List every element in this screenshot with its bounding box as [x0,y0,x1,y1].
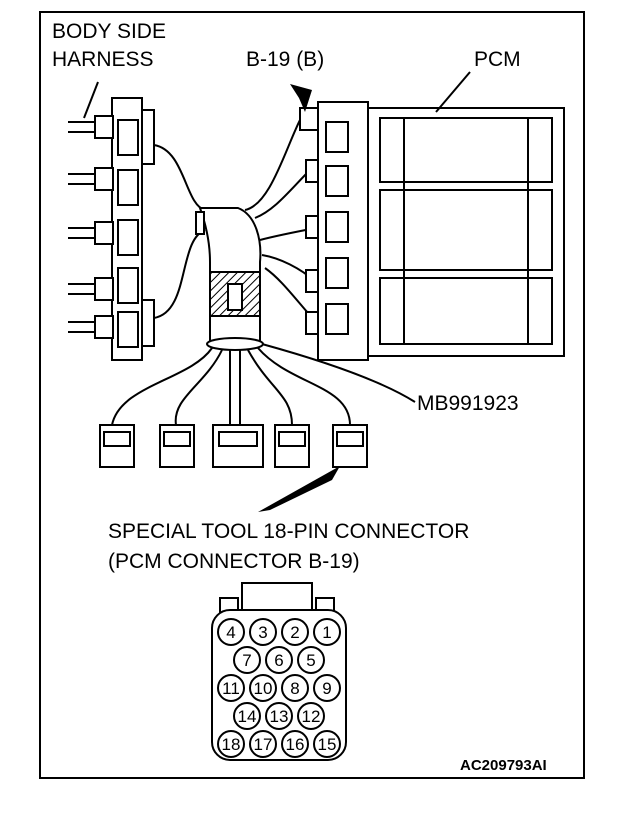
body-side-label-line2: HARNESS [52,48,154,71]
pin-1-label: 1 [322,623,331,642]
pin-6-circle [265,646,293,674]
check-connectors [99,424,368,468]
figure-id-label: AC209793AI [460,757,547,774]
pin-4-label: 4 [226,623,235,642]
pin-3-label: 3 [258,623,267,642]
fanout-cables [111,343,416,426]
pin-9-label: 9 [322,679,331,698]
pin-13-label: 13 [270,707,289,726]
pin-7-circle [233,646,261,674]
tool-trunk [195,207,264,351]
pcm-label: PCM [474,48,521,71]
b19-arrow [290,84,312,112]
pin-14-circle [233,702,261,730]
pin-11-label: 11 [222,679,240,698]
pin-16-circle [281,730,309,758]
pcm-body [367,107,565,357]
body-side-connector-block [94,97,155,361]
pcm-connector-column [299,101,369,361]
pin-12-circle [297,702,325,730]
pin-5-label: 5 [306,651,315,670]
special-tool-label-line2: (PCM CONNECTOR B-19) [108,550,360,573]
pin-14-label: 14 [238,707,257,726]
pin-8-circle [281,674,309,702]
pin-4-circle [217,618,245,646]
pin-8-label: 8 [290,679,299,698]
tool-part-no-label: MB991923 [417,392,519,415]
connector-b19-label: B-19 (B) [246,48,325,71]
pin-1-circle [313,618,341,646]
pin-7-label: 7 [242,651,251,670]
pcm-leader [435,71,471,113]
pin-10-circle [249,674,277,702]
body-side-leader [83,81,99,119]
pin-17-circle [249,730,277,758]
leader-lines [83,71,471,119]
special-tool-arrow [258,466,340,512]
pin-15-label: 15 [318,735,337,754]
pin-16-label: 16 [286,735,305,754]
body-side-wires [68,121,95,333]
pin-5-circle [297,646,325,674]
pin-12-label: 12 [302,707,321,726]
pin-6-label: 6 [274,651,283,670]
pin-15-circle [313,730,341,758]
pin-17-label: 17 [254,735,273,754]
body-side-label-line1: BODY SIDE [52,20,166,43]
pin-11-circle [217,674,245,702]
pin-2-label: 2 [290,623,299,642]
pin-13-circle [265,702,293,730]
pin-3-circle [249,618,277,646]
pin-9-circle [313,674,341,702]
pin-18-circle [217,730,245,758]
pin-10-label: 10 [254,679,273,698]
pin-18-label: 18 [222,735,241,754]
figure-frame [39,11,585,779]
pin-2-circle [281,618,309,646]
special-tool-label-line1: SPECIAL TOOL 18-PIN CONNECTOR [108,520,470,543]
